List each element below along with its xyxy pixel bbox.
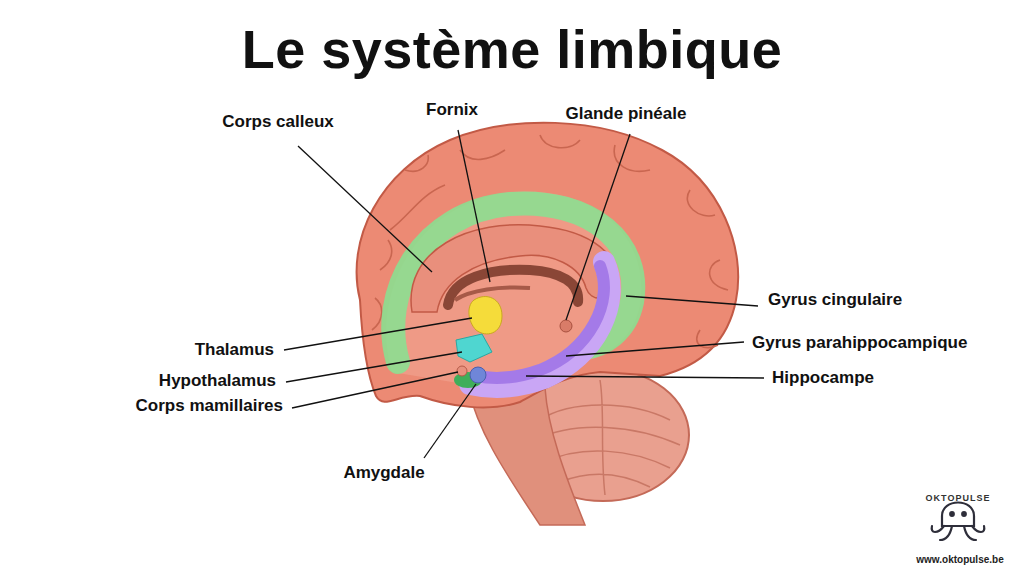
octopus-head	[942, 503, 974, 527]
part-label-holder: Gyrus cingulaire	[768, 290, 902, 310]
part-label: Hypothalamus	[159, 371, 276, 391]
part-label: Amygdale	[343, 463, 424, 483]
thalamus	[469, 297, 502, 334]
medial-surface	[386, 191, 641, 385]
watermark-text: OKTOPULSE	[926, 493, 991, 503]
brainstem	[468, 388, 585, 525]
part-label-holder: Glande pinéale	[566, 104, 687, 124]
part-label: Hippocampe	[772, 368, 874, 388]
corpus-callosum	[411, 225, 618, 312]
part-label-holder: Amygdale	[343, 463, 424, 483]
leader-line	[626, 296, 758, 306]
part-label: Fornix	[426, 100, 478, 120]
watermark-text-holder: OKTOPULSE	[926, 487, 991, 505]
part-label-holder: Corps mamillaires	[136, 396, 283, 416]
leader-line	[458, 130, 490, 282]
octopus-tentacles	[932, 526, 985, 540]
cerebrum	[357, 123, 739, 408]
diagram-title-holder: Le système limbique	[242, 18, 783, 80]
octopus-eye	[962, 512, 966, 516]
part-label: Gyrus cingulaire	[768, 290, 902, 310]
diagram-title: Le système limbique	[242, 18, 783, 80]
leader-line	[424, 384, 476, 458]
hypothalamus	[456, 334, 492, 362]
watermark-url-holder: www.oktopulse.be	[916, 549, 1003, 567]
amygdala	[470, 367, 486, 383]
octopus-eye	[950, 512, 954, 516]
part-label-holder: Fornix	[426, 100, 478, 120]
watermark-url: www.oktopulse.be	[916, 554, 1003, 566]
leader-lines	[284, 130, 764, 458]
octopus-logo	[932, 503, 985, 541]
part-label: Glande pinéale	[566, 104, 687, 124]
pineal-gland	[560, 320, 572, 332]
mamillary-body	[457, 366, 467, 376]
leader-line	[526, 376, 764, 378]
part-label-holder: Hypothalamus	[159, 371, 276, 391]
part-label: Corps mamillaires	[136, 396, 283, 416]
leader-line	[284, 318, 472, 350]
part-label-holder: Gyrus parahippocampique	[752, 333, 967, 353]
part-label: Gyrus parahippocampique	[752, 333, 967, 353]
leader-line	[298, 146, 432, 272]
part-label-holder: Hippocampe	[772, 368, 874, 388]
fornix	[448, 270, 578, 305]
part-label: Thalamus	[195, 340, 274, 360]
leader-line	[292, 372, 458, 408]
part-label-holder: Thalamus	[195, 340, 274, 360]
part-label: Corps calleux	[222, 112, 334, 132]
leader-line	[566, 134, 630, 320]
part-label-holder: Corps calleux	[222, 112, 334, 132]
leader-line	[566, 342, 744, 356]
